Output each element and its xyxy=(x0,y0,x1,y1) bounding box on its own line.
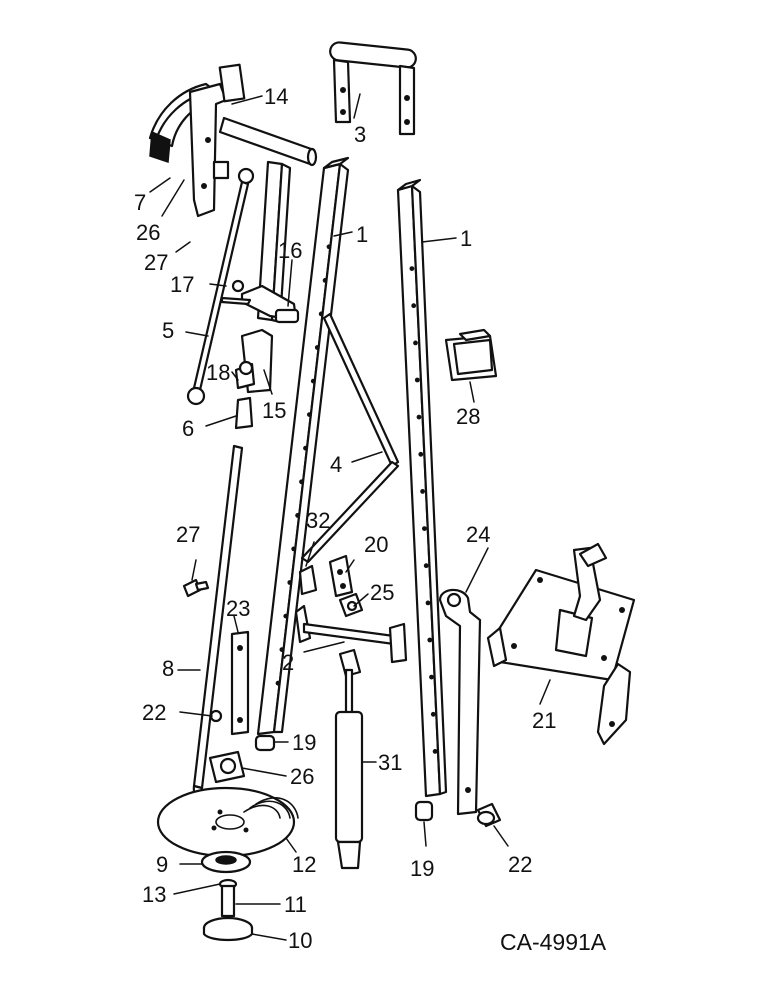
channel-hole xyxy=(414,377,420,383)
clip-part-25 xyxy=(338,592,364,618)
channel-hole xyxy=(318,311,324,317)
channel-hole xyxy=(314,345,320,350)
rod-part-8 xyxy=(192,444,244,803)
bushing-part-19-right xyxy=(414,800,434,822)
callout-13: 13 xyxy=(142,882,166,907)
callout-19-right: 19 xyxy=(410,856,434,881)
wedge-part-32 xyxy=(298,564,318,596)
lever-arm-part-24 xyxy=(438,588,482,816)
callout-4: 4 xyxy=(330,452,342,477)
drawing-number: CA-4991A xyxy=(500,929,607,955)
bolt-part-17 xyxy=(220,279,252,306)
bracket-part-15 xyxy=(234,328,274,394)
channel-hole xyxy=(295,513,300,518)
bushing-part-22-right xyxy=(476,802,502,828)
channel-hole xyxy=(418,451,424,457)
channel-hole xyxy=(432,749,438,754)
channel-hole xyxy=(283,613,289,619)
callout-17: 17 xyxy=(170,272,194,297)
channel-hole xyxy=(430,711,436,717)
channel-hole xyxy=(326,244,332,250)
slotted-plate-part-20 xyxy=(328,554,354,598)
hub-bracket-part-26 xyxy=(208,750,246,784)
support-channel xyxy=(240,160,300,324)
callout-8: 8 xyxy=(162,656,174,681)
callout-9: 9 xyxy=(156,852,168,877)
leader-lines xyxy=(149,93,551,941)
channel-hole xyxy=(322,278,328,283)
callout-32: 32 xyxy=(306,508,330,533)
callout-26: 26 xyxy=(290,764,314,789)
callout-31: 31 xyxy=(378,750,402,775)
callout-23: 23 xyxy=(226,596,250,621)
channel-bar-part-1-right xyxy=(396,178,448,798)
channel-hole xyxy=(291,546,297,552)
channel-hole xyxy=(299,479,304,485)
callout-10: 10 xyxy=(288,928,312,953)
spindle-part-11 xyxy=(220,884,236,918)
callout-5: 5 xyxy=(162,318,174,343)
channel-hole xyxy=(425,600,431,606)
callout-1-right: 1 xyxy=(460,226,472,251)
callout-21: 21 xyxy=(532,708,556,733)
callout-1-left: 1 xyxy=(356,222,368,247)
channel-hole xyxy=(409,266,415,271)
callout-25: 25 xyxy=(370,580,394,605)
callout-2: 2 xyxy=(282,650,294,675)
channel-hole xyxy=(287,580,293,585)
channel-hole xyxy=(429,674,434,680)
callout-29: 27 xyxy=(144,250,168,275)
channel-hole xyxy=(413,340,418,346)
callout-20: 20 xyxy=(364,532,388,557)
channel-bar-part-1-left xyxy=(256,156,350,736)
channel-hole xyxy=(411,303,417,309)
hub-flange-part-9 xyxy=(200,850,252,874)
lower-brace-part-2 xyxy=(294,604,408,664)
callout-30: 28 xyxy=(456,404,480,429)
callout-6: 6 xyxy=(182,416,194,441)
callout-22-left: 22 xyxy=(142,700,166,725)
handle-bracket-part-30 xyxy=(444,328,498,382)
callout-3: 3 xyxy=(354,122,366,147)
channel-hole xyxy=(303,445,308,451)
mounting-plate-part-21 xyxy=(486,542,636,746)
callout-15: 15 xyxy=(262,398,286,423)
callout-22-right: 22 xyxy=(508,852,532,877)
callout-27: 27 xyxy=(176,522,200,547)
channel-hole xyxy=(427,637,433,643)
callout-18: 18 xyxy=(206,360,230,385)
callout-7: 7 xyxy=(134,190,146,215)
channel-hole xyxy=(416,414,422,420)
channel-hole xyxy=(420,489,425,494)
callout-19-left: 19 xyxy=(292,730,316,755)
bracket-part-6 xyxy=(234,396,254,430)
channel-hole xyxy=(279,647,285,652)
strap-part-23 xyxy=(230,630,250,736)
channel-hole xyxy=(275,680,281,686)
top-yoke-part-3 xyxy=(329,41,417,136)
bolt-part-27 xyxy=(182,578,210,598)
channel-hole xyxy=(307,412,312,417)
channel-hole xyxy=(422,526,427,531)
callout-11: 11 xyxy=(284,892,307,917)
long-pin xyxy=(218,116,318,167)
callout-16: 16 xyxy=(278,238,302,263)
callout-14: 14 xyxy=(264,84,288,109)
scraper-bracket-part-14 xyxy=(148,63,246,218)
disc-part-12 xyxy=(156,786,299,858)
spindle-base-part-10 xyxy=(202,916,254,942)
channel-hole xyxy=(423,563,429,569)
callout-24: 24 xyxy=(466,522,490,547)
callout-12: 12 xyxy=(292,852,316,877)
channel-hole xyxy=(310,378,316,384)
callout-labels: 14 3 1 1 7 26 27 17 16 5 18 15 6 28 4 32… xyxy=(134,84,607,955)
brace-part-4 xyxy=(300,312,400,564)
bushing-part-19-left xyxy=(254,734,276,752)
callout-28: 26 xyxy=(136,220,160,245)
gas-spring-part-31 xyxy=(334,648,364,870)
